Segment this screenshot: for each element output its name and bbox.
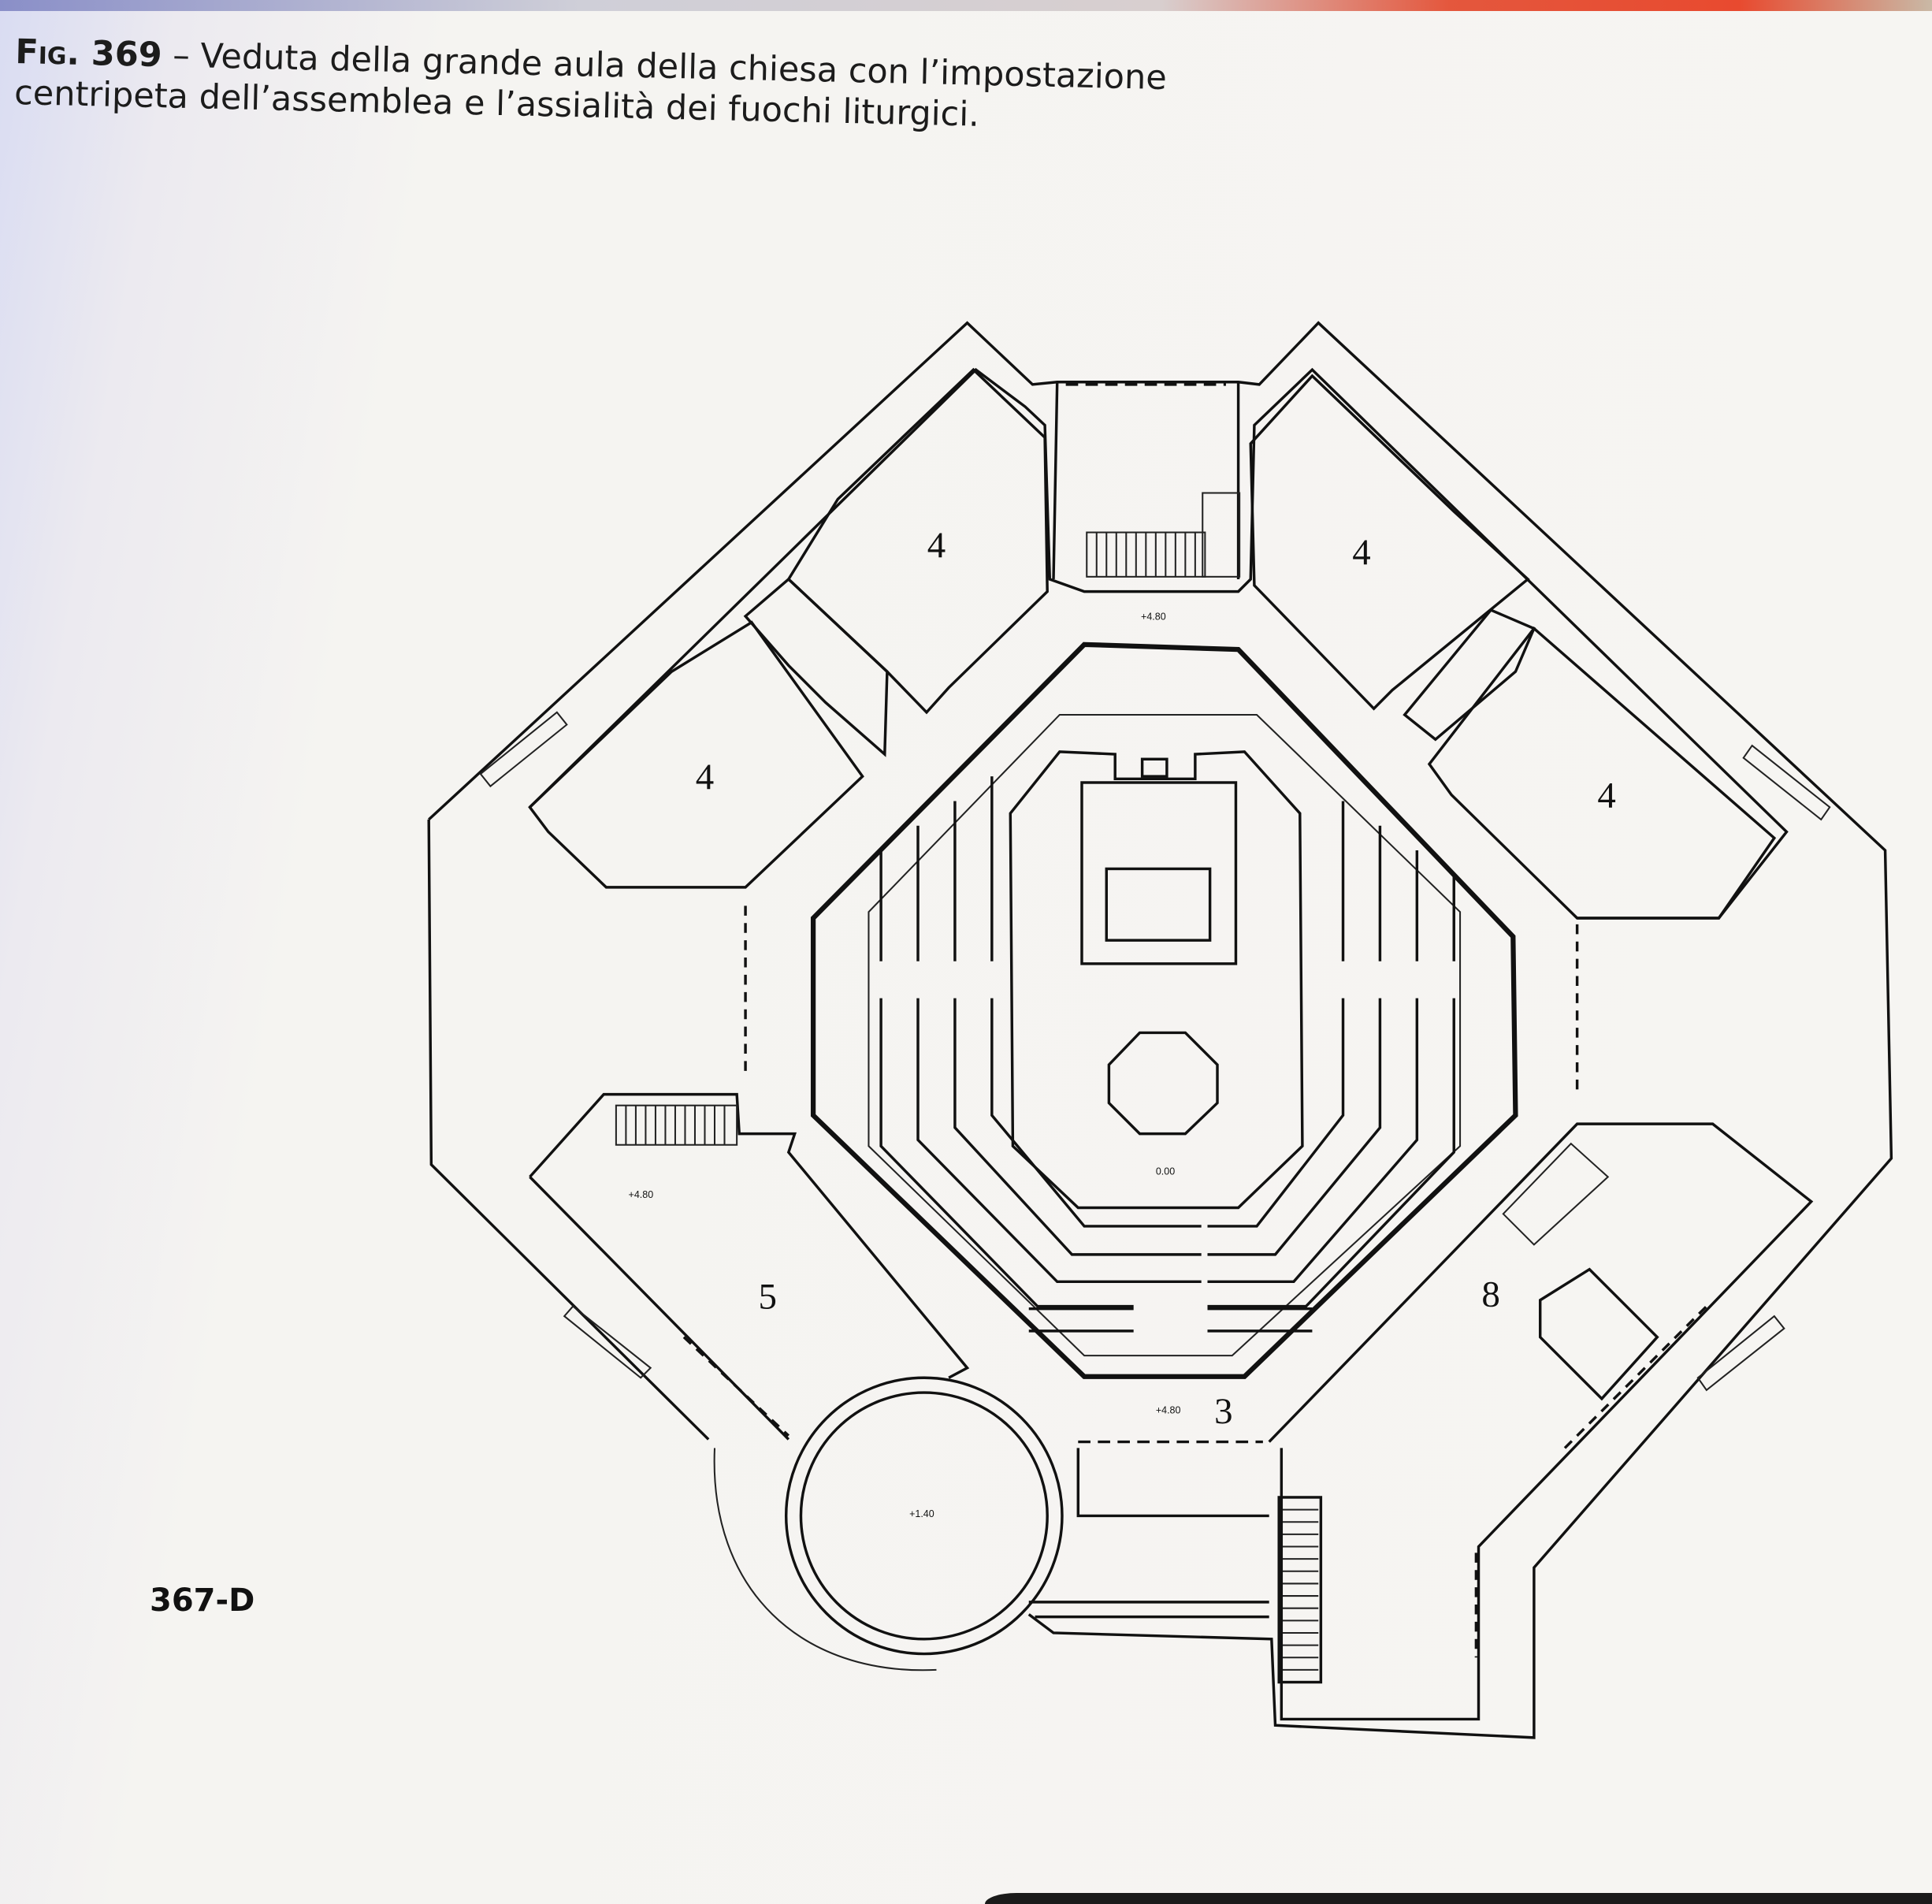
window-box-se [1696, 1315, 1785, 1392]
window-box-sw [563, 1305, 652, 1379]
elevation-label: +4.80 [1156, 1405, 1181, 1416]
nave-inner-wall [868, 713, 1462, 1357]
room-nw-lower [528, 620, 864, 889]
elevation-label: +4.80 [1141, 612, 1166, 623]
room-number: 8 [1481, 1274, 1499, 1315]
page-label: 367-D [150, 1582, 255, 1619]
elevation-label: +1.40 [909, 1508, 934, 1519]
outer-wall [427, 321, 1893, 1739]
north-wing [1052, 381, 1240, 579]
south-stair-treads [1281, 1508, 1319, 1671]
round-room-inner [799, 1391, 1049, 1641]
elevation-label: +4.80 [629, 1189, 654, 1200]
north-stair-landing [1202, 492, 1241, 578]
room-5-window [682, 1336, 790, 1437]
room-number: 4 [696, 757, 714, 798]
entrance-portico [1028, 1448, 1269, 1619]
room-ne-upper [1249, 374, 1530, 711]
window-box-nw [479, 711, 568, 788]
seating-rows [879, 750, 1455, 1333]
service-block-west [743, 577, 889, 757]
west-stair [615, 1104, 738, 1146]
baptismal-font [1107, 1031, 1219, 1136]
room-nw-upper [786, 367, 1049, 715]
room-8-partitions [1538, 1267, 1659, 1401]
room-8 [1268, 1122, 1814, 1721]
room-number: 4 [1597, 775, 1615, 816]
room-5 [529, 1092, 970, 1441]
altar [1105, 867, 1212, 942]
service-block-east [1403, 608, 1536, 742]
south-stair [1277, 1496, 1323, 1684]
presbytery [1080, 781, 1238, 965]
north-stair-treads [1095, 532, 1196, 577]
round-room-outer [784, 1376, 1064, 1656]
window-box-ne [1742, 744, 1831, 821]
room-ne-lower [1427, 627, 1777, 920]
room-number: 3 [1214, 1391, 1232, 1432]
east-stair [1502, 1142, 1610, 1246]
west-stair-treads [625, 1105, 726, 1145]
round-room-outer-arc [713, 1448, 937, 1672]
room-number: 4 [1352, 532, 1370, 573]
outer-wall-inner-line [529, 367, 1789, 920]
nave-outer-wall [810, 641, 1518, 1379]
page-bottom-edge [985, 1893, 1932, 1904]
ambo [1140, 757, 1168, 778]
elevation-label: 0.00 [1156, 1166, 1175, 1177]
room-number: 4 [927, 525, 946, 566]
room-number: 5 [759, 1277, 777, 1318]
page-top-edge [0, 0, 1932, 11]
room-8-window [1563, 1305, 1708, 1449]
